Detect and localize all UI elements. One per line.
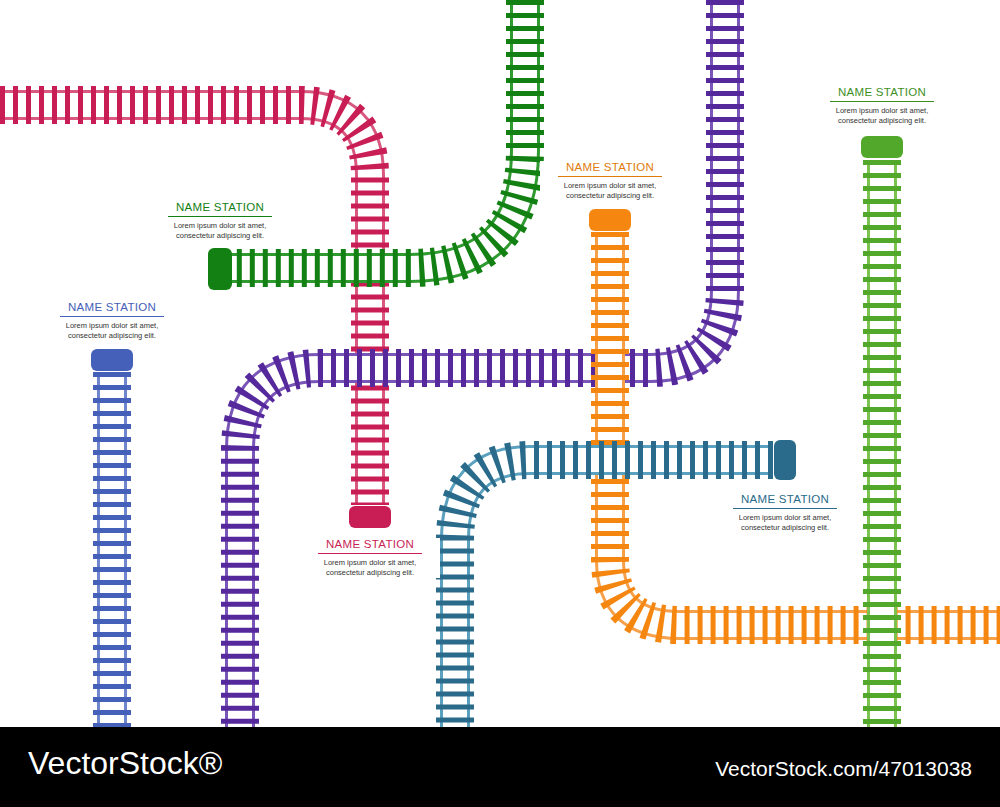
station-label: NAME STATION Lorem ipsum dolor sit amet, … — [150, 201, 290, 241]
buffer-stop — [349, 506, 391, 528]
watermark: VectorStock.com/47013038 — [715, 757, 972, 781]
station-description: Lorem ipsum dolor sit amet, consectetur … — [158, 221, 283, 241]
buffer-stop — [91, 349, 133, 371]
station-name: NAME STATION — [60, 301, 164, 317]
station-label: NAME STATION Lorem ipsum dolor sit amet, … — [300, 538, 440, 578]
station-name: NAME STATION — [733, 493, 837, 509]
sleepers — [863, 160, 901, 727]
station-name: NAME STATION — [830, 86, 934, 102]
rail-outer — [610, 232, 1000, 625]
sleepers — [93, 372, 131, 727]
watermark-band — [0, 727, 1000, 807]
rail-gap — [100, 372, 124, 727]
watermark: VectorStock® — [28, 745, 222, 782]
rail-gap — [870, 160, 894, 727]
station-name: NAME STATION — [318, 538, 422, 554]
station-label: NAME STATION Lorem ipsum dolor sit amet, … — [42, 301, 182, 341]
railway-track — [0, 105, 391, 528]
railway-track — [589, 209, 1000, 625]
station-label: NAME STATION Lorem ipsum dolor sit amet, … — [540, 161, 680, 201]
rail-outer — [97, 372, 127, 727]
station-label: NAME STATION Lorem ipsum dolor sit amet, … — [715, 493, 855, 533]
railway-track — [91, 349, 133, 727]
sleepers — [610, 232, 1000, 625]
railway-track — [455, 440, 796, 727]
station-description: Lorem ipsum dolor sit amet, consectetur … — [308, 558, 433, 578]
rail-outer — [867, 160, 897, 727]
buffer-stop — [861, 136, 903, 158]
railway-track — [861, 136, 903, 727]
railway-track — [208, 0, 525, 290]
rail-gap — [610, 232, 1000, 625]
station-description: Lorem ipsum dolor sit amet, consectetur … — [723, 513, 848, 533]
station-description: Lorem ipsum dolor sit amet, consectetur … — [548, 181, 673, 201]
station-name: NAME STATION — [168, 201, 272, 217]
station-description: Lorem ipsum dolor sit amet, consectetur … — [50, 321, 175, 341]
rail-outer — [0, 105, 370, 505]
station-label: NAME STATION Lorem ipsum dolor sit amet, … — [812, 86, 952, 126]
buffer-stop — [774, 440, 796, 480]
buffer-stop — [589, 209, 631, 231]
rail-gap — [0, 105, 370, 505]
sleepers — [0, 105, 370, 505]
buffer-stop — [208, 248, 232, 290]
station-description: Lorem ipsum dolor sit amet, consectetur … — [820, 106, 945, 126]
station-name: NAME STATION — [558, 161, 662, 177]
